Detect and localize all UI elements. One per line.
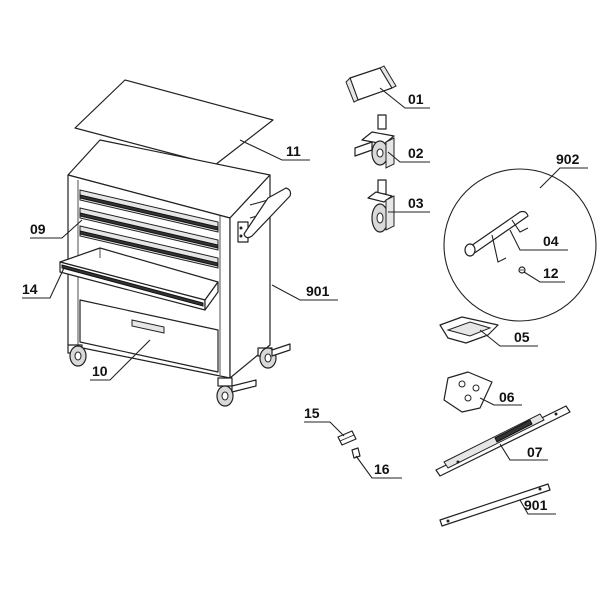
callout-03: 03 [408, 195, 424, 211]
callout-12: 12 [543, 265, 559, 281]
part-03-swivel-caster [367, 179, 395, 233]
callout-06: 06 [499, 389, 515, 405]
tool-cabinet [59, 79, 292, 407]
callout-16: 16 [374, 461, 390, 477]
part-15-bolt [337, 430, 357, 446]
callout-labels: 01 02 03 11 09 14 10 901 902 04 12 05 06… [22, 91, 580, 513]
callout-10: 10 [92, 363, 108, 379]
callout-901-cabinet: 901 [306, 283, 330, 299]
leader-lines [22, 87, 588, 515]
callout-04: 04 [543, 233, 559, 249]
callout-01: 01 [408, 91, 424, 107]
callout-11: 11 [286, 143, 301, 159]
callout-07: 07 [527, 444, 543, 460]
callout-15: 15 [304, 405, 320, 421]
bottom-door-10 [79, 299, 219, 373]
part-901-rail [439, 483, 551, 527]
part-04-handle-bar [464, 210, 529, 263]
drawer-09-group [79, 189, 219, 269]
side-handle [237, 187, 292, 243]
callout-14: 14 [22, 281, 38, 297]
open-drawer-14 [59, 247, 219, 311]
part-06-hinge-plate [443, 371, 493, 413]
part-07-drawer-slide [435, 405, 571, 477]
detail-902-circle [443, 168, 597, 322]
part-01-handle-grip [345, 65, 397, 103]
part-05-bracket [439, 316, 499, 344]
part-16-nut [351, 447, 361, 459]
callout-05: 05 [514, 329, 530, 345]
part-12-screw [518, 266, 526, 274]
callout-09: 09 [30, 221, 46, 237]
callout-901-rail: 901 [524, 497, 548, 513]
part-02-brake-caster [354, 114, 395, 169]
top-mat-part [74, 79, 274, 166]
cabinet-casters [67, 343, 291, 407]
callout-902: 902 [556, 151, 580, 167]
callout-02: 02 [408, 145, 424, 161]
